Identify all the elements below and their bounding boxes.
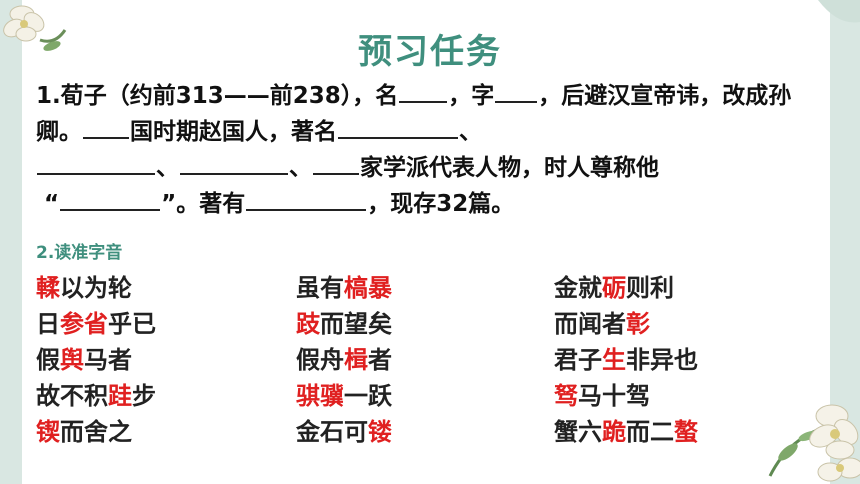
section-label: 2.读准字音 — [36, 243, 123, 263]
phrase: 故不积跬步 — [36, 382, 156, 410]
text-segment: 家学派代表人物，时人尊称他 — [360, 155, 659, 181]
phrase: 日参省乎已 — [36, 310, 156, 338]
phrase: 而闻者彰 — [554, 310, 650, 338]
blank-role-2 — [37, 153, 155, 175]
phrase: 骐骥一跃 — [296, 382, 392, 410]
grid-row: 日参省乎已 跂而望矣 而闻者彰 — [36, 306, 796, 342]
phrase: 假舟楫者 — [296, 346, 392, 374]
text-segment: 国时期赵国人，著名 — [130, 119, 337, 145]
page-title: 预习任务 — [358, 32, 502, 72]
text-segment: ，字 — [448, 83, 495, 109]
grid-row: 锲而舍之 金石可镂 蟹六跪而二螯 — [36, 414, 796, 450]
phrase: 跂而望矣 — [296, 310, 392, 338]
phrase: 驽马十驾 — [554, 382, 650, 410]
grid-row: 輮以为轮 虽有槁暴 金就砺则利 — [36, 270, 796, 306]
phrase: 輮以为轮 — [36, 274, 132, 302]
text-segment: ，后避汉宣帝讳，改成孙卿。 — [36, 83, 792, 145]
phrase: 金石可镂 — [296, 418, 392, 446]
pronunciation-grid: 輮以为轮 虽有槁暴 金就砺则利 日参省乎已 跂而望矣 而闻者彰 假舆马者 假舟楫… — [36, 270, 796, 450]
blank-school — [313, 153, 359, 175]
text-segment: “ — [44, 191, 60, 217]
text-segment: 、 — [156, 155, 179, 181]
blank-honorific — [60, 189, 161, 211]
blank-name — [399, 81, 448, 103]
phrase: 金就砺则利 — [554, 274, 674, 302]
intro-paragraph: 1.荀子（约前313——前238），名 ，字，后避汉宣帝讳，改成孙卿。国时期赵国人… — [36, 78, 826, 222]
content-card — [22, 0, 830, 484]
text-segment: 、 — [459, 119, 482, 145]
text-segment: ，现存32篇。 — [367, 191, 515, 217]
phrase: 虽有槁暴 — [296, 274, 392, 302]
blank-period — [83, 117, 129, 139]
blank-work — [246, 189, 367, 211]
phrase: 蟹六跪而二螯 — [554, 418, 698, 446]
leaf-decoration-top-right-icon — [818, 0, 860, 23]
blank-role-3 — [180, 153, 288, 175]
flower-decoration-bottom-right-icon — [768, 404, 860, 482]
phrase: 君子生非异也 — [554, 346, 698, 374]
text-segment: 、 — [289, 155, 312, 181]
text-segment: ”。著有 — [161, 191, 246, 217]
flower-decoration-top-left-icon — [3, 5, 67, 51]
phrase: 锲而舍之 — [36, 418, 132, 446]
grid-row: 故不积跬步 骐骥一跃 驽马十驾 — [36, 378, 796, 414]
grid-row: 假舆马者 假舟楫者 君子生非异也 — [36, 342, 796, 378]
text-segment: 1.荀子（约前313——前238），名 — [36, 83, 399, 109]
blank-role-1 — [338, 117, 458, 139]
blank-courtesy-name — [495, 81, 538, 103]
phrase: 假舆马者 — [36, 346, 132, 374]
